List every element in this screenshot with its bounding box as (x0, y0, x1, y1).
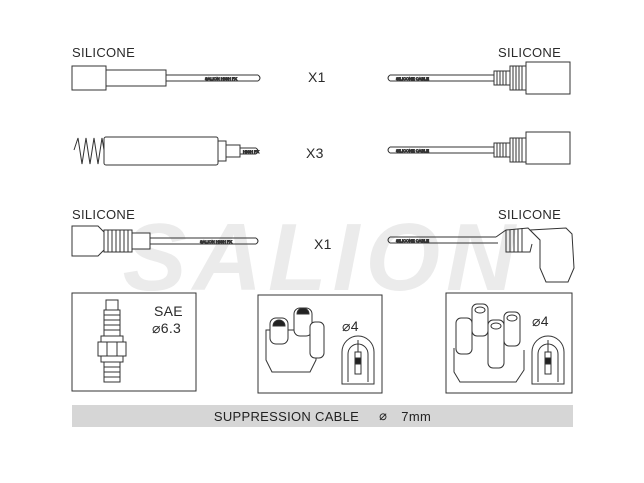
row3-right-lead (387, 227, 575, 283)
quantity-row3: X1 (314, 236, 332, 252)
spark-plug-box (71, 292, 197, 392)
row3-left-lead (71, 225, 259, 257)
spark-plug-diameter: ⌀6.3 (152, 320, 182, 336)
row1-right-print: SILICONE CABLE (396, 76, 429, 81)
spark-plug-diameter-value: 6.3 (160, 320, 182, 336)
row3-left-print: SALION HIGH FX (200, 239, 232, 244)
silicone-label-bottom-left: SILICONE (72, 207, 136, 222)
terminal-4mm-icon-2 (531, 335, 565, 385)
distributor-cap-icon-1 (265, 307, 325, 373)
terminal-4mm-icon-1 (341, 335, 375, 385)
suppression-cable-footer: SUPPRESSION CABLE ⌀ 7mm (72, 405, 573, 427)
row2-left-print: HIGH FX (243, 149, 260, 154)
distributor-cap-icon-2 (453, 303, 525, 383)
quantity-row2: X3 (306, 145, 324, 161)
row2-right-lead (387, 131, 571, 165)
silicone-label-bottom-right: SILICONE (498, 207, 562, 222)
row1-right-lead (387, 61, 571, 95)
distributor-1-diameter: ⌀4 (342, 318, 359, 334)
row1-left-print: SALION HIGH FX (205, 76, 237, 81)
row2-left-lead (73, 136, 259, 166)
distributor-2-diameter-value: 4 (540, 313, 549, 329)
spark-plug-standard: SAE (154, 303, 183, 319)
footer-diameter-symbol: ⌀ (379, 408, 388, 423)
row3-right-print: SILICONE CABLE (396, 238, 429, 243)
quantity-row1: X1 (308, 69, 326, 85)
silicone-label-top-right: SILICONE (498, 45, 562, 60)
distributor-box-2 (445, 292, 573, 394)
distributor-box-1 (257, 294, 383, 394)
row1-left-lead (71, 65, 261, 91)
row2-right-print: SILICONE CABLE (396, 148, 429, 153)
spark-plug-icon (97, 299, 127, 383)
distributor-2-diameter: ⌀4 (532, 313, 549, 329)
footer-size: 7mm (401, 408, 432, 424)
silicone-label-top-left: SILICONE (72, 45, 136, 60)
distributor-1-diameter-value: 4 (350, 318, 359, 334)
footer-text: SUPPRESSION CABLE (213, 408, 360, 424)
